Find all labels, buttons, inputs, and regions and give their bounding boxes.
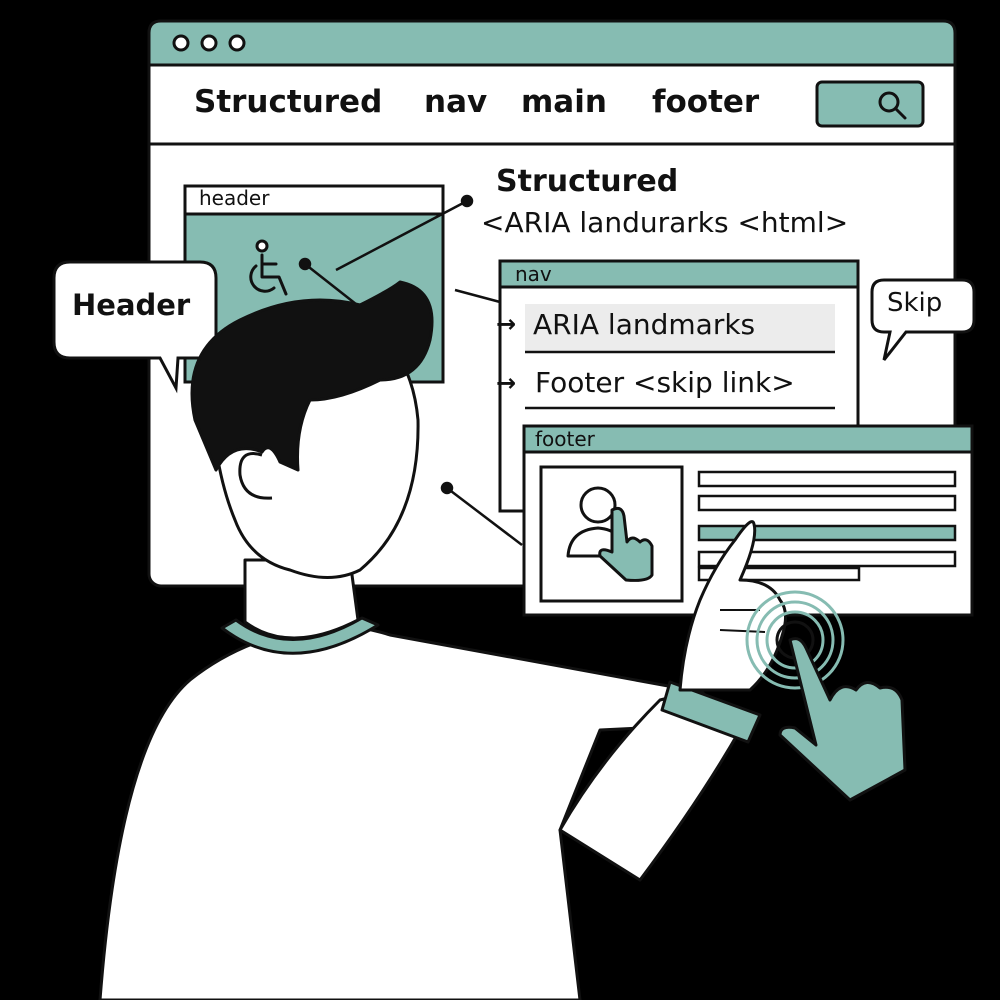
- nav-link-footer[interactable]: footer: [652, 84, 760, 120]
- nav-link-structured[interactable]: Structured: [194, 84, 383, 120]
- person-figure: [98, 280, 787, 1000]
- wheelchair-accessibility-icon: [249, 239, 288, 296]
- nav-item-aria-landmarks[interactable]: ARIA landmarks: [533, 308, 756, 341]
- skip-speech-bubble: [870, 278, 976, 361]
- header-speech-bubble: [52, 260, 218, 394]
- window-dot-3[interactable]: [228, 34, 246, 52]
- window-dot-2[interactable]: [200, 34, 218, 52]
- nav-item-footer-skip-link[interactable]: Footer <skip link>: [535, 366, 795, 399]
- nav-link-main[interactable]: main: [521, 84, 607, 120]
- tap-finger-icon: [566, 486, 654, 582]
- callout-title-line2: <ARIA landurarks <html>: [481, 206, 849, 239]
- skip-bubble-text: Skip: [887, 288, 943, 318]
- title-bar: [147, 19, 957, 67]
- footer-panel-label: footer: [535, 427, 595, 451]
- teal-pointing-hand: [778, 637, 907, 802]
- connector-lines: [298, 194, 523, 546]
- nav-link-nav[interactable]: nav: [424, 84, 488, 120]
- nav-item-highlight: [525, 304, 835, 352]
- footer-text-lines: [697, 470, 957, 582]
- header-bubble-text: Header: [72, 288, 191, 322]
- callout-title-line1: Structured: [496, 164, 679, 199]
- tap-ripple: [745, 590, 845, 690]
- nav-item-arrow-1: →: [496, 310, 517, 338]
- nav-item-arrow-2: →: [496, 369, 517, 397]
- nav-panel-label: nav: [515, 262, 552, 286]
- search-box[interactable]: [815, 80, 925, 128]
- header-panel-label: header: [199, 186, 270, 210]
- window-dot-1[interactable]: [172, 34, 190, 52]
- magnifier-icon: [878, 91, 907, 120]
